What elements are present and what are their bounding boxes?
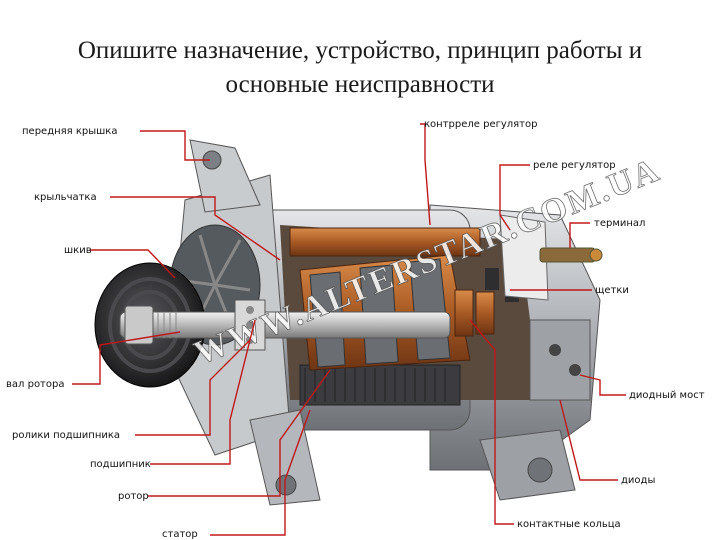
leader-shaft <box>72 331 181 385</box>
bearing-roller-2 <box>246 321 254 329</box>
leader-pulley <box>90 249 176 279</box>
rear-mount-hole <box>527 457 553 483</box>
labels-left: передняя крышка крыльчатка шкив вал рото… <box>6 126 198 540</box>
slip-ring-1 <box>454 289 474 337</box>
diode-1 <box>549 344 561 356</box>
rotor-shaft <box>119 311 451 339</box>
alternator-illustration: WWW.ALTERSTAR.COM.UA <box>94 139 666 506</box>
leader-lines <box>72 123 626 536</box>
diode-bridge <box>529 319 591 401</box>
leader-bearing <box>150 319 256 465</box>
leader-stator <box>210 409 311 536</box>
label-bearing: подшипник <box>90 459 151 470</box>
bearing-roller-1 <box>246 306 254 314</box>
terminal-nut <box>589 248 603 262</box>
bottom-mount-hole <box>275 474 297 496</box>
slide-title: Опишите назначение, устройство, принцип … <box>0 34 720 102</box>
label-stator: статор <box>162 529 198 540</box>
slip-ring-2 <box>475 291 495 335</box>
stator-core-bottom <box>299 364 461 406</box>
label-rotor: ротор <box>118 491 149 502</box>
label-counter-relay: контрреле регулятор <box>424 119 537 130</box>
title-line-2: основные неисправности <box>225 71 495 98</box>
label-terminal: терминал <box>594 218 645 229</box>
label-relay-regulator: реле регулятор <box>533 160 616 171</box>
label-pulley: шкив <box>64 245 92 256</box>
label-brushes: щетки <box>595 285 629 296</box>
label-slip-rings: контактные кольца <box>517 519 621 530</box>
leader-front-cover <box>140 130 210 161</box>
leader-relay-regulator <box>499 164 530 231</box>
label-diode-bridge: диодный мост <box>629 390 705 401</box>
stator-laminations <box>304 368 446 402</box>
shaft-nut <box>124 305 154 345</box>
leader-diodes <box>559 399 618 481</box>
leader-counter-relay <box>420 123 431 226</box>
title-line-1: Опишите назначение, устройство, принцип … <box>77 37 643 64</box>
label-shaft: вал ротора <box>6 379 64 390</box>
leader-bearing-rollers <box>135 339 251 436</box>
regulator-block <box>499 214 549 301</box>
leader-fan <box>110 196 281 261</box>
leader-rotor <box>148 369 331 497</box>
leader-slip-rings <box>469 319 514 525</box>
brush-1 <box>485 268 499 290</box>
label-bearing-rollers: ролики подшипника <box>12 430 120 441</box>
leader-diode-bridge <box>579 374 626 396</box>
terminal-post <box>539 247 596 263</box>
leader-terminal <box>569 222 590 248</box>
diode-2 <box>569 364 581 376</box>
labels-right: контрреле регулятор реле регулятор терми… <box>424 119 705 530</box>
label-front-cover: передняя крышка <box>22 126 117 137</box>
bottom-mount <box>249 409 321 506</box>
rear-mount <box>479 429 576 501</box>
label-diodes: диоды <box>621 475 655 486</box>
label-fan: крыльчатка <box>34 192 97 203</box>
stator-winding-top <box>289 227 481 257</box>
